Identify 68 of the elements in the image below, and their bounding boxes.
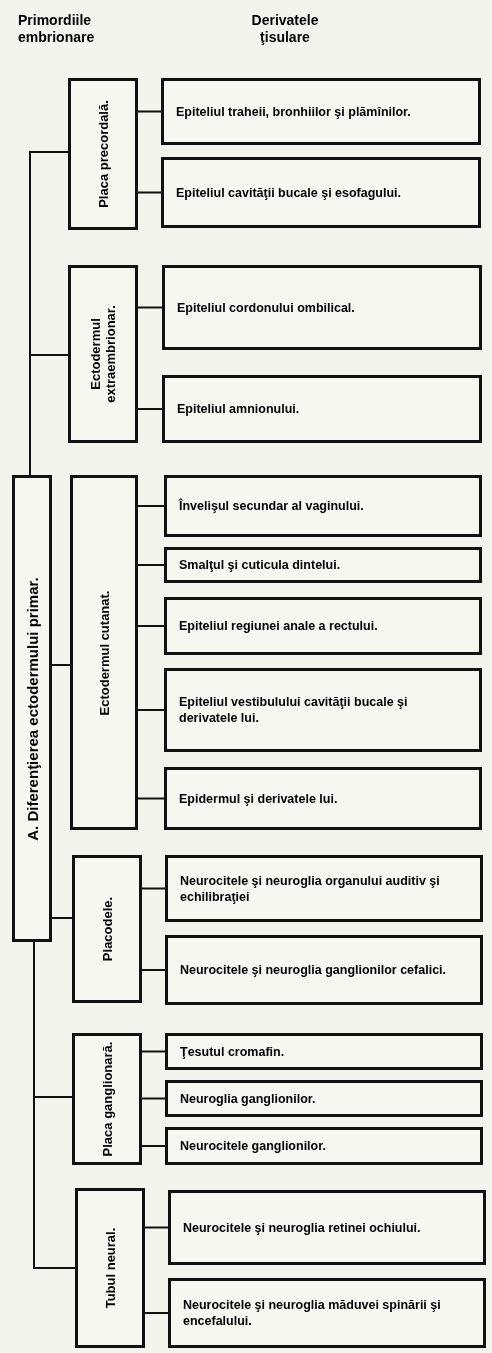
box-label: Epidermul şi derivatele lui. — [179, 790, 339, 807]
box-label: Neurocitele şi neuroglia măduvei spinării şi encefalului. — [183, 1297, 442, 1329]
derivative-box — [165, 1127, 483, 1165]
primordium-box — [70, 475, 138, 830]
box-label: Placa ganglionară. — [99, 1041, 115, 1157]
derivative-box — [168, 1278, 486, 1348]
box-label: Epiteliul cordonului ombilical. — [177, 299, 356, 316]
column-heading: Derivatele ţisulare — [250, 12, 320, 46]
connector-line — [141, 1145, 166, 1147]
box-label: Învelişul secundar al vaginului. — [179, 498, 365, 514]
connector-line — [144, 1226, 169, 1229]
derivative-box — [165, 855, 483, 922]
connector-line — [33, 941, 76, 1269]
box-label: Epiteliul amnionului. — [177, 401, 301, 417]
connector-line — [137, 564, 165, 566]
connector-line — [144, 1312, 169, 1314]
box-label: Ectodermul cutanat. — [96, 590, 112, 715]
box-label: Epiteliul cavităţii bucale şi esofagului. — [176, 184, 403, 201]
connector-line — [51, 917, 73, 919]
derivative-box — [168, 1190, 486, 1265]
box-label: Smalţul şi cuticula dintelui. — [179, 557, 342, 573]
connector-line — [137, 505, 165, 507]
box-label: Placa precordală. — [95, 100, 111, 208]
connector-line — [137, 797, 165, 800]
primordium-box — [68, 265, 138, 443]
primordium-box — [72, 1033, 142, 1165]
connector-line — [137, 110, 162, 113]
derivative-box — [165, 1080, 483, 1117]
box-label: Tubul neural. — [102, 1227, 118, 1309]
connector-line — [29, 354, 69, 476]
box-label: Epiteliul traheii, bronhiilor şi plămînilor. — [176, 103, 412, 120]
connector-line — [137, 408, 163, 410]
primordium-box — [68, 78, 138, 230]
box-label: Neurocitele ganglionilor. — [180, 1138, 327, 1154]
box-label: Placodele. — [99, 896, 115, 962]
derivative-box — [161, 157, 481, 228]
box-label: Neurocitele şi neuroglia organului auditiv şi echilibraţiei — [180, 872, 441, 905]
connector-line — [137, 625, 165, 627]
derivative-box — [162, 375, 482, 443]
derivative-box — [164, 597, 482, 655]
derivative-box — [164, 475, 482, 537]
column-heading: Primordiile embrionare — [18, 12, 96, 46]
box-label: Ţesutul cromafin. — [180, 1043, 286, 1060]
connector-line — [141, 969, 166, 971]
derivative-box — [165, 935, 483, 1005]
box-label: Ectodermul extraembrionar. — [88, 304, 118, 405]
connector-line — [141, 1050, 166, 1053]
connector-line — [51, 664, 71, 666]
box-label: Neurocitele şi neuroglia retinei ochiului. — [183, 1219, 422, 1236]
box-label: Epiteliul regiunei anale a rectului. — [179, 618, 379, 634]
box-label: A. Diferenţierea ectodermului primar. — [24, 576, 40, 841]
box-label: Neuroglia ganglionilor. — [180, 1090, 317, 1107]
derivative-box — [165, 1033, 483, 1070]
connector-line — [141, 887, 166, 890]
box-label: Neurocitele şi neuroglia ganglionilor cefalici. — [180, 962, 448, 978]
connector-line — [137, 191, 162, 194]
derivative-box — [164, 547, 482, 583]
box-label: Epiteliul vestibulului cavităţii bucale şi derivatele lui. — [179, 694, 409, 726]
primordium-box — [72, 855, 142, 1003]
connector-line — [141, 1097, 166, 1100]
root-box — [12, 475, 52, 942]
connector-line — [137, 709, 165, 711]
connector-line — [137, 306, 163, 309]
derivative-box — [164, 767, 482, 830]
derivative-box — [161, 78, 481, 145]
derivative-box — [162, 265, 482, 350]
primordium-box — [75, 1188, 145, 1348]
derivative-box — [164, 668, 482, 752]
